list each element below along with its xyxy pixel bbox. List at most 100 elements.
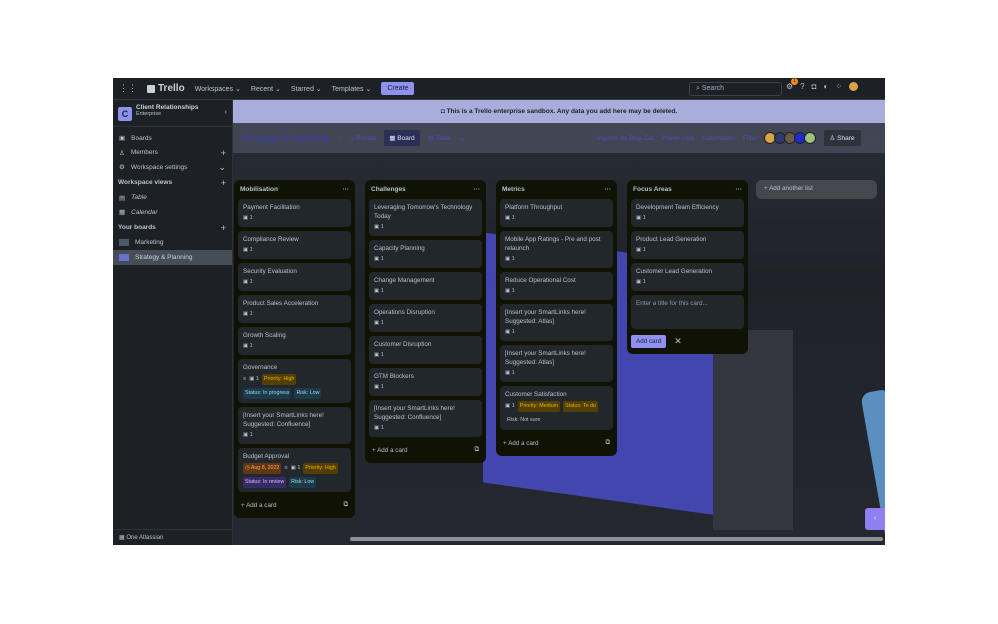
card[interactable]: GTM Blockers▣ 1 xyxy=(369,368,482,396)
more-icon[interactable]: ··· xyxy=(735,186,743,193)
list-title[interactable]: Metrics xyxy=(502,186,525,193)
card[interactable]: Leveraging Tomorrow's Technology Today▣ … xyxy=(369,199,482,236)
card[interactable]: Capacity Planning▣ 1 xyxy=(369,240,482,268)
card[interactable]: [Insert your SmartLinks here! Suggested:… xyxy=(369,400,482,437)
card-label[interactable]: Status: In progress xyxy=(243,388,292,399)
card[interactable]: Development Team Efficiency▣ 1 xyxy=(631,199,744,227)
close-icon[interactable]: ✕ xyxy=(674,336,682,346)
card-title: [Insert your SmartLinks here! Suggested:… xyxy=(505,309,586,325)
add-card-button[interactable]: + Add a card⧉ xyxy=(500,434,613,452)
list-title[interactable]: Focus Areas xyxy=(633,186,672,193)
visibility-button[interactable]: ⌂ Private xyxy=(350,134,377,142)
card[interactable]: Security Evaluation▣ 1 xyxy=(238,263,351,291)
apps-icon[interactable]: ⁘ xyxy=(835,82,843,91)
card-label[interactable]: Status: In review xyxy=(243,477,287,488)
view-table-button[interactable]: ▤ Table xyxy=(427,135,452,142)
card[interactable]: Growth Scaling▣ 1 xyxy=(238,327,351,355)
add-view-icon[interactable]: + xyxy=(220,177,226,188)
collapse-sidebar-icon[interactable]: ‹ xyxy=(224,109,227,116)
card[interactable]: [Insert your SmartLinks here! Suggested:… xyxy=(500,304,613,341)
new-card-input[interactable]: Enter a title for this card... xyxy=(631,295,744,329)
card[interactable]: Operations Disruption▣ 1 xyxy=(369,304,482,332)
more-icon[interactable]: ··· xyxy=(473,186,481,193)
trello-logo[interactable]: Trello xyxy=(147,83,185,94)
card-label[interactable]: Risk: Low xyxy=(294,388,322,399)
card-badges: ▣ 1 xyxy=(505,255,608,264)
card-label[interactable]: Priority: High xyxy=(262,374,297,385)
template-icon[interactable]: ⧉ xyxy=(343,501,349,508)
chevron-down-icon[interactable]: ⌄ xyxy=(218,161,226,172)
one-atlassian-link[interactable]: ▦ One Atlassian xyxy=(113,529,233,545)
imports-button[interactable]: Imports by Blue Cat xyxy=(596,134,654,142)
card[interactable]: Product Lead Generation▣ 1 xyxy=(631,231,744,259)
nav-templates[interactable]: Templates ⌄ xyxy=(331,85,372,93)
add-card-button[interactable]: + Add a card⧉ xyxy=(369,441,482,459)
powerups-button[interactable]: Power-Ups xyxy=(662,134,695,142)
card[interactable]: Change Management▣ 1 xyxy=(369,272,482,300)
card-label[interactable]: Status: To do xyxy=(563,401,598,412)
add-card-button[interactable]: + Add a card⧉ xyxy=(238,496,351,514)
theme-icon[interactable]: ◐ xyxy=(823,82,829,91)
more-icon[interactable]: ··· xyxy=(868,134,876,142)
card[interactable]: Customer Disruption▣ 1 xyxy=(369,336,482,364)
card[interactable]: [Insert your SmartLinks here! Suggested:… xyxy=(500,345,613,382)
add-member-icon[interactable]: + xyxy=(220,147,226,158)
filter-button[interactable]: Filter xyxy=(743,134,758,142)
search-input[interactable]: ⌕ Search xyxy=(689,82,782,96)
sidebar-item-workspace-settings[interactable]: ⚙Workspace settings⌄ xyxy=(113,160,232,175)
sidebar-board-marketing[interactable]: Marketing xyxy=(113,236,232,251)
sidebar-item-calendar[interactable]: ▦Calendar xyxy=(113,205,232,220)
card-label[interactable]: Risk: Not sure xyxy=(507,417,541,423)
due-date-badge[interactable]: ◷ Aug 8, 2022 xyxy=(243,463,282,474)
sidebar-item-table[interactable]: ▤Table xyxy=(113,191,232,206)
nav-starred[interactable]: Starred ⌄ xyxy=(290,85,322,93)
view-board-button[interactable]: ▦ Board xyxy=(384,130,420,146)
automation-button[interactable]: Automation xyxy=(702,134,736,142)
more-icon[interactable]: ··· xyxy=(604,186,612,193)
template-icon[interactable]: ⧉ xyxy=(474,446,480,453)
atlassian-intelligence-icon[interactable]: ◘ xyxy=(811,82,817,91)
list-title[interactable]: Mobilisation xyxy=(240,186,278,193)
create-button[interactable]: Create xyxy=(381,82,415,95)
horizontal-scrollbar[interactable] xyxy=(350,537,883,541)
card[interactable]: Customer Lead Generation▣ 1 xyxy=(631,263,744,291)
card[interactable]: Product Sales Acceleration▣ 1 xyxy=(238,295,351,323)
list-title[interactable]: Challenges xyxy=(371,186,406,193)
card-label[interactable]: Priority: Medium xyxy=(517,401,561,412)
attachment-icon: ▣ xyxy=(505,288,512,294)
help-icon[interactable]: ? xyxy=(800,82,805,91)
sidebar-item-boards[interactable]: ▣Boards xyxy=(113,131,232,146)
add-board-icon[interactable]: + xyxy=(220,222,226,233)
chevron-down-icon[interactable]: ⌄ xyxy=(459,135,465,142)
user-avatar[interactable] xyxy=(849,82,859,91)
add-another-list-button[interactable]: + Add another list xyxy=(756,180,877,199)
notifications-icon[interactable]: ⚙1 xyxy=(786,78,798,91)
nav-recent[interactable]: Recent ⌄ xyxy=(250,85,281,93)
clock-icon: ◷ xyxy=(245,465,251,471)
star-icon[interactable]: ☆ xyxy=(336,135,343,142)
nav-workspaces[interactable]: Workspaces ⌄ xyxy=(194,85,241,93)
card[interactable]: Platform Throughput▣ 1 xyxy=(500,199,613,227)
share-button[interactable]: ♙ Share xyxy=(823,130,861,146)
app-switcher-icon[interactable]: ⋮⋮ xyxy=(119,83,137,93)
board-title[interactable]: Strategy & Planning xyxy=(243,133,329,143)
template-icon[interactable]: ⧉ xyxy=(605,439,611,446)
sidebar-item-members[interactable]: ♙Members+ xyxy=(113,146,232,161)
badge-count: 1 xyxy=(380,352,384,358)
more-icon[interactable]: ··· xyxy=(342,186,350,193)
add-card-submit-button[interactable]: Add card xyxy=(631,335,667,348)
board-members[interactable] xyxy=(763,132,816,144)
card[interactable]: Mobile App Ratings - Pre and post relaun… xyxy=(500,231,613,268)
collapse-panel-button[interactable]: ‹ xyxy=(865,508,885,530)
card[interactable]: Reduce Operational Cost▣ 1 xyxy=(500,272,613,300)
sidebar-board-strategy[interactable]: Strategy & Planning xyxy=(113,250,232,265)
card-label[interactable]: Priority: High xyxy=(303,463,338,474)
card[interactable]: [Insert your SmartLinks here! Suggested:… xyxy=(238,407,351,444)
card[interactable]: Payment Facilitation▣ 1 xyxy=(238,199,351,227)
card[interactable]: Compliance Review▣ 1 xyxy=(238,231,351,259)
card-label[interactable]: Risk: Low xyxy=(289,477,317,488)
